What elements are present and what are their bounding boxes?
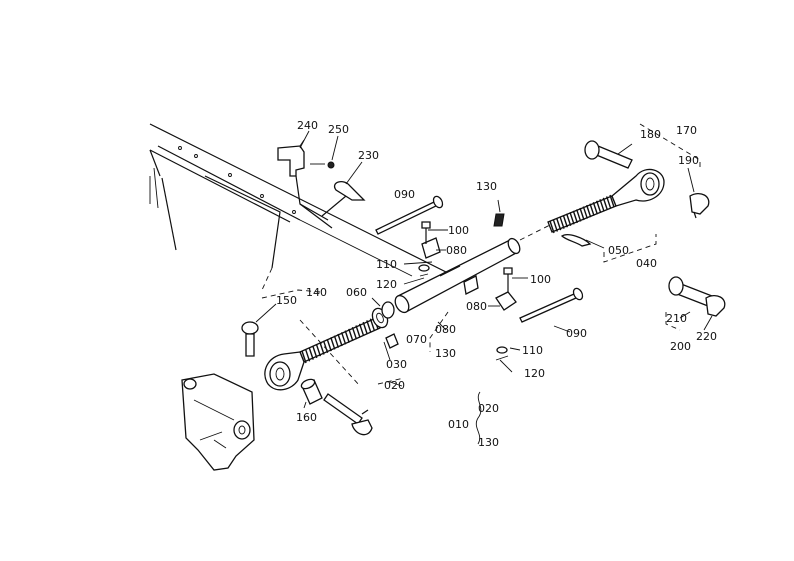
thread-mark [340,332,347,345]
lock-pins [241,192,726,357]
thread-mark [579,207,585,221]
thread-mark [559,216,565,229]
left-threaded-rod [264,307,389,391]
thread-mark [355,325,361,338]
label-120-left: 120 [376,278,397,291]
label-140: 140 [306,286,327,299]
label-160: 160 [296,411,317,424]
label-090-top: 090 [394,188,415,201]
label-210: 210 [666,312,687,325]
thread-mark [369,318,376,331]
thread-mark [322,340,329,354]
label-200: 200 [670,340,691,353]
label-130-mid: 130 [435,347,456,360]
label-100-top: 100 [448,224,469,237]
label-110-right: 110 [522,344,543,357]
assembly-brackets [261,123,701,445]
thread-mark [333,335,340,348]
thread-mark [599,199,605,212]
thread-mark [606,196,612,209]
thread-mark [556,217,562,231]
label-080-mid: 080 [466,300,487,313]
thread-mark [308,347,314,360]
label-010: 010 [448,418,469,431]
part-labels: 240 250 230 090 130 100 080 110 120 100 … [276,119,717,449]
label-040: 040 [636,257,657,270]
thread-mark [602,197,608,211]
label-220: 220 [696,330,717,343]
label-020-right: 020 [478,402,499,415]
thread-mark [351,326,358,340]
bracket-assembly [277,130,366,229]
thread-mark [337,333,343,347]
thread-mark [572,210,578,224]
label-180: 180 [640,128,661,141]
thread-mark [596,200,602,213]
label-060: 060 [346,286,367,299]
thread-mark [301,350,307,364]
label-190: 190 [678,154,699,167]
thread-mark [589,203,595,216]
thread-mark [552,219,558,232]
label-070: 070 [406,333,427,346]
right-threaded-rod [547,168,665,247]
thread-mark [312,345,318,359]
thread-mark [576,209,582,222]
thread-mark [549,220,555,234]
lower-pin [300,378,373,436]
thread-mark [348,328,354,342]
thread-mark [562,215,568,228]
thread-mark [315,343,322,357]
label-110-left: 110 [376,258,397,271]
lower-mount [181,373,255,471]
thread-mark [358,323,365,337]
label-030: 030 [386,358,407,371]
label-020-left: 020 [384,379,405,392]
thread-mark [592,202,598,215]
label-050: 050 [608,244,629,257]
pins [375,140,713,323]
thread-mark [586,204,592,218]
label-250: 250 [328,123,349,136]
label-130-top: 130 [476,180,497,193]
thread-mark [326,338,332,352]
label-090-right: 090 [566,327,587,340]
hardware [381,213,517,361]
label-230: 230 [358,149,379,162]
label-100-mid: 100 [530,273,551,286]
thread-mark [362,321,368,335]
thread-mark [569,212,575,225]
label-170: 170 [676,124,697,137]
thread-mark [366,320,372,333]
tractor-frame [149,123,471,291]
thread-mark [582,206,588,219]
label-240: 240 [297,119,318,132]
label-080-low: 080 [435,323,456,336]
leader-lines [255,143,713,409]
thread-mark [330,337,336,350]
thread-mark [304,349,311,362]
thread-mark [566,213,572,226]
thread-mark [609,194,615,208]
thread-mark [344,330,350,343]
label-150: 150 [276,294,297,307]
label-130-bottom: 130 [478,436,499,449]
label-080-top: 080 [446,244,467,257]
label-120-right: 120 [524,367,545,380]
thread-mark [319,342,325,355]
